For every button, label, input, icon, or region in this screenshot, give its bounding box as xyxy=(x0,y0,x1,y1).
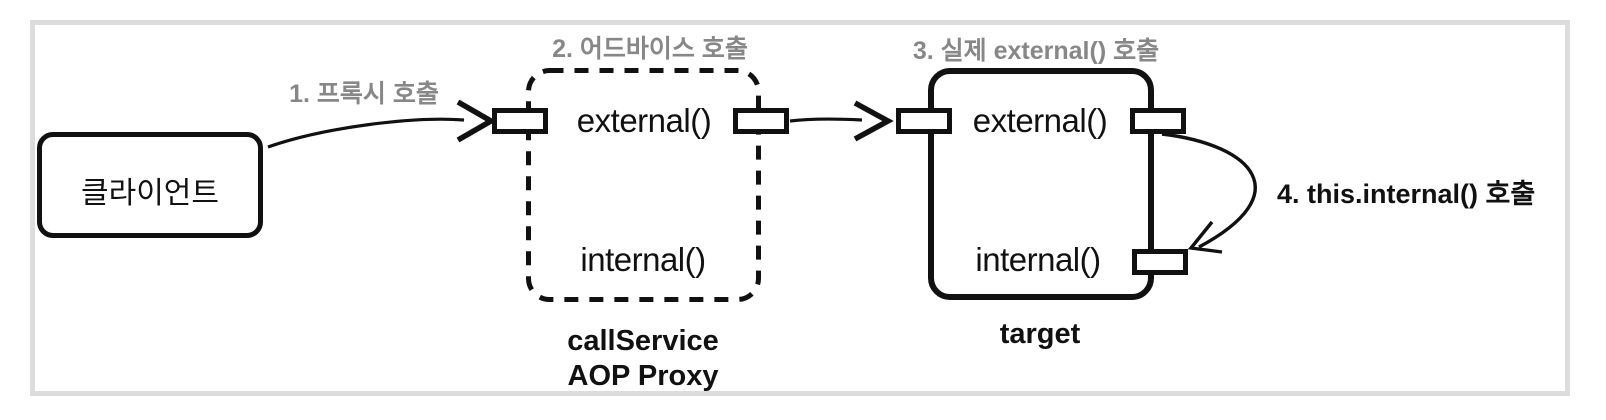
self-call-arrowhead-icon xyxy=(1187,220,1223,254)
target-external-method: external() xyxy=(972,102,1108,139)
step4-label: 4. this.internal() 호출 xyxy=(1277,179,1536,209)
target-call-arrow-line xyxy=(789,117,863,123)
client-label: 클라이언트 xyxy=(81,177,219,210)
target-caption: target xyxy=(999,318,1081,350)
target-external-left-port xyxy=(896,108,952,134)
proxy-caption-line1: callService xyxy=(567,325,719,357)
proxy-external-method: external() xyxy=(576,102,712,139)
step3-label: 3. 실제 external() 호출 xyxy=(912,37,1160,65)
proxy-caption: callService AOP Proxy xyxy=(518,324,768,394)
proxy-caption-line2: AOP Proxy xyxy=(567,360,719,392)
proxy-external-right-port xyxy=(733,108,789,134)
diagram-frame xyxy=(30,20,1570,396)
target-external-right-port xyxy=(1130,108,1186,134)
target-box xyxy=(928,68,1154,300)
proxy-external-left-port xyxy=(492,108,548,134)
target-internal-method: internal() xyxy=(975,241,1101,278)
self-call-arrow-line xyxy=(1161,132,1257,249)
step1-label: 1. 프록시 호출 xyxy=(289,80,439,108)
step2-label: 2. 어드바이스 호출 xyxy=(552,35,748,63)
proxy-internal-method: internal() xyxy=(580,241,706,278)
proxy-call-arrow-line xyxy=(267,117,465,149)
proxy-call-arrowhead-icon xyxy=(456,99,497,143)
client-box xyxy=(37,132,263,238)
target-internal-right-port xyxy=(1132,249,1188,275)
aop-proxy-box-border xyxy=(526,68,761,302)
target-call-arrowhead-icon xyxy=(853,100,894,142)
